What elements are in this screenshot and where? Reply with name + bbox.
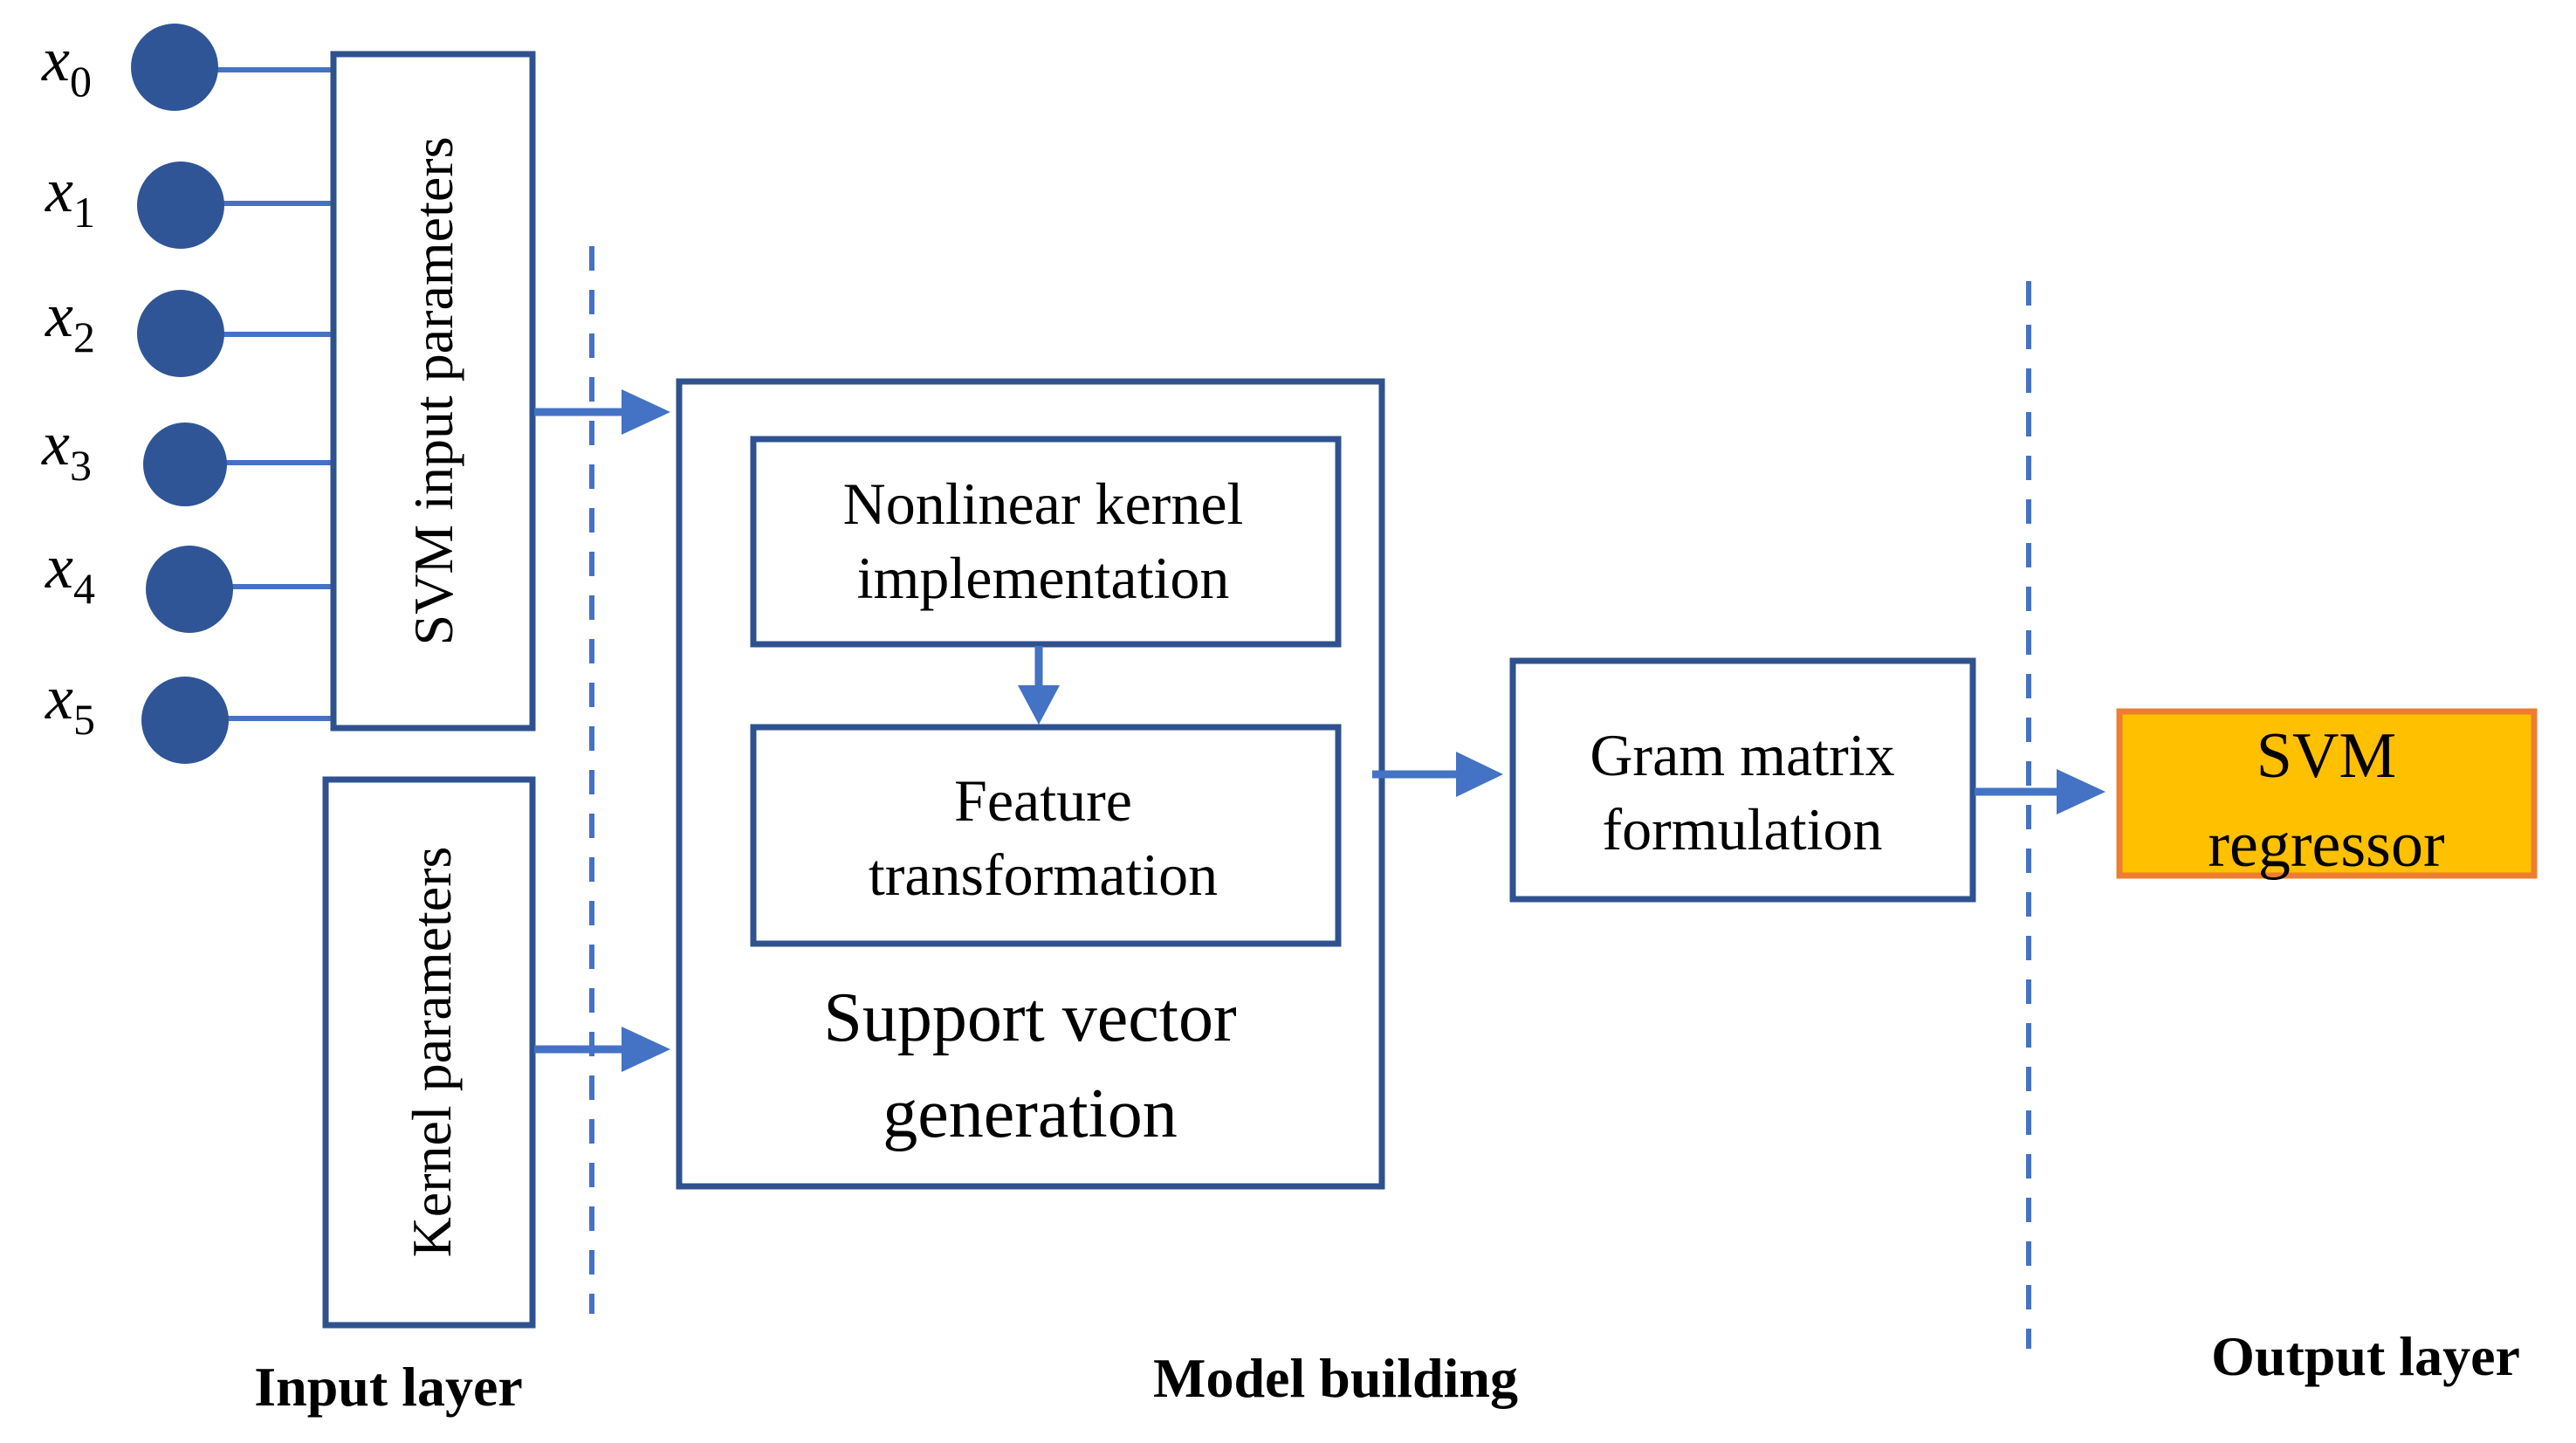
feature-transformation-line1: Feature bbox=[954, 767, 1132, 834]
svm-input-parameters-box: SVM input parameters bbox=[330, 51, 536, 732]
section-label-output-layer: Output layer bbox=[2211, 1325, 2520, 1387]
kernel-parameters-box: Kernel parameters bbox=[322, 776, 536, 1329]
input-nodes bbox=[131, 24, 233, 764]
svm-input-parameters-label: SVM input parameters bbox=[402, 137, 464, 646]
input-label-x5: x5 bbox=[45, 663, 95, 744]
input-label-x3: x3 bbox=[41, 409, 92, 490]
gram-matrix-line2: formulation bbox=[1602, 796, 1882, 862]
svm-regressor-box: SVM regressor bbox=[2116, 708, 2538, 881]
input-node-x5 bbox=[141, 677, 229, 764]
section-label-model-building: Model building bbox=[1153, 1347, 1518, 1409]
nonlinear-kernel-line1: Nonlinear kernel bbox=[843, 471, 1244, 537]
input-label-x0: x0 bbox=[41, 24, 92, 106]
input-labels: x0 x1 x2 x3 x4 x5 bbox=[41, 24, 95, 744]
svm-regressor-line1: SVM bbox=[2257, 720, 2396, 792]
input-node-x3 bbox=[143, 423, 227, 506]
kernel-parameters-label: Kernel parameters bbox=[401, 847, 463, 1258]
feature-transformation-line2: transformation bbox=[869, 842, 1218, 908]
input-node-x0 bbox=[131, 24, 218, 111]
arrow-kernel-to-model bbox=[534, 1027, 670, 1072]
section-label-input-layer: Input layer bbox=[254, 1356, 523, 1418]
support-vector-line2: generation bbox=[883, 1075, 1178, 1152]
feature-transformation-box: Feature transformation bbox=[750, 724, 1342, 947]
input-node-x1 bbox=[137, 161, 224, 249]
gram-matrix-box: Gram matrix formulation bbox=[1509, 657, 1976, 903]
arrow-svm-input-to-model bbox=[534, 389, 670, 435]
arrow-kernel-to-feature bbox=[1018, 646, 1060, 725]
input-label-x1: x1 bbox=[45, 155, 95, 237]
input-node-x4 bbox=[146, 546, 233, 633]
gram-matrix-line1: Gram matrix bbox=[1590, 722, 1894, 788]
input-label-x2: x2 bbox=[45, 280, 95, 361]
nonlinear-kernel-box: Nonlinear kernel implementation bbox=[750, 436, 1342, 648]
input-label-x4: x4 bbox=[45, 532, 95, 613]
support-vector-line1: Support vector bbox=[823, 979, 1236, 1056]
nonlinear-kernel-line2: implementation bbox=[857, 545, 1230, 611]
arrow-gram-to-regressor bbox=[1975, 769, 2105, 814]
arrow-model-to-gram bbox=[1372, 752, 1503, 797]
svm-regressor-line2: regressor bbox=[2208, 809, 2444, 881]
input-node-x2 bbox=[137, 290, 224, 377]
